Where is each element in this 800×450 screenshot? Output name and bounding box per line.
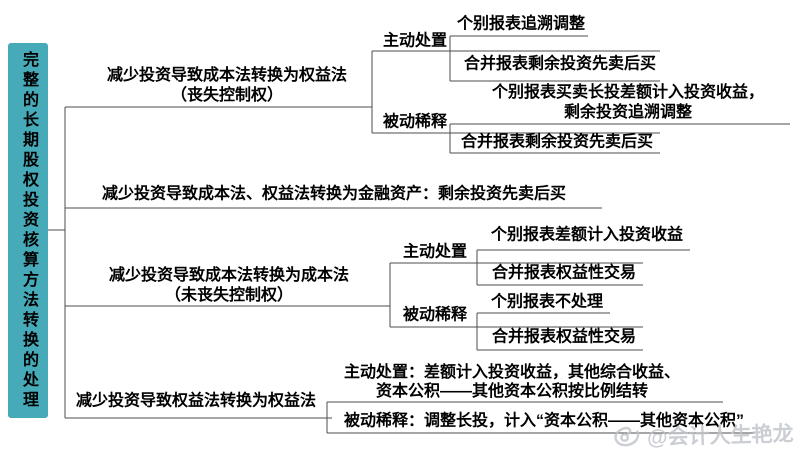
branch4-title: 减少投资导致权益法转换为权益法 [75,392,317,410]
branch1-passive-child-1: 合并报表剩余投资先卖后买 [460,133,654,151]
root-topic-label: 完整的长期股权投资核算方法转换的处理 [20,50,37,411]
branch3-active-child-1: 合并报表权益性交易 [491,264,637,282]
branch4-passive-node: 被动稀释：调整长投，计入“资本公积——其他资本公积” [343,412,745,430]
branch1-passive-child-0: 个别报表买卖长投差额计入投资收益， 剩余投资追溯调整 [491,84,765,121]
branch1-title: 减少投资导致成本法转换为权益法 （丧失控制权） [106,67,348,104]
branch3-passive-label: 被动稀释 [402,306,468,324]
branch1-active-label: 主动处置 [382,32,448,50]
branch3-active-child-0: 个别报表差额计入投资收益 [490,226,684,244]
branch3-passive-child-1: 合并报表权益性交易 [491,328,637,346]
branch1-passive-label: 被动稀释 [382,113,448,131]
root-topic: 完整的长期股权投资核算方法转换的处理 [8,43,48,418]
branch1-active-child-0: 个别报表追溯调整 [456,15,586,33]
branch3-title: 减少投资导致成本法转换为成本法 （未丧失控制权） [108,267,350,304]
branch3-passive-child-0: 个别报表不处理 [490,293,604,311]
branch3-active-label: 主动处置 [402,243,468,261]
branch4-active-node: 主动处置：差额计入投资收益，其他综合收益、 资本公积——其他资本公积按比例结转 [343,364,681,400]
branch2-title: 减少投资导致成本法、权益法转换为金融资产：剩余投资先卖后买 [101,185,567,203]
branch1-active-child-1: 合并报表剩余投资先卖后买 [463,55,657,73]
